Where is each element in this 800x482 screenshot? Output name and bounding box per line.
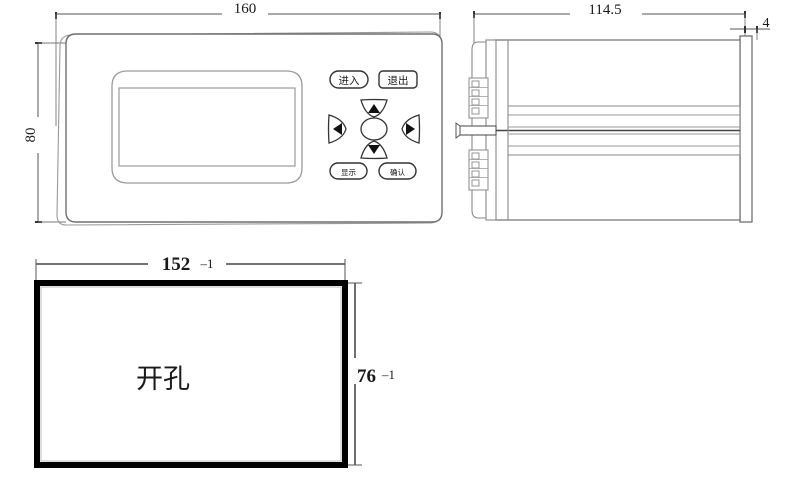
- dimension-label-cutout-width-tol: –1: [200, 256, 214, 271]
- enter-button[interactable]: 进入: [329, 70, 369, 89]
- arrow-left-icon: [333, 123, 342, 135]
- dimension-label-width: 160: [234, 1, 257, 17]
- front-view-group: 160 80 进入 退出: [23, 1, 443, 226]
- confirm-button-label: 确认: [390, 167, 405, 177]
- dimension-cutout-height: 76 –1: [338, 282, 404, 466]
- dimension-label-depth: 114.5: [588, 2, 621, 18]
- dimension-label-bezel: 4: [763, 16, 770, 31]
- side-bezel-flange: [739, 35, 753, 223]
- dimension-label-cutout-height: 76: [357, 366, 376, 387]
- dimension-label-cutout-height-tol: –1: [381, 367, 395, 382]
- confirm-button[interactable]: 确认: [378, 162, 417, 180]
- cutout-rectangle: [34, 280, 348, 468]
- dimension-width-160: 160: [55, 1, 441, 126]
- cutout-view-group: 152 –1 76 –1 开孔: [34, 252, 404, 468]
- terminal-block-upper: [468, 77, 489, 119]
- side-view-group: 114.5 4: [455, 2, 770, 223]
- lcd-display: [118, 87, 296, 167]
- dimension-height-80: 80: [23, 42, 66, 223]
- dimension-cutout-width: 152 –1: [35, 252, 346, 283]
- dimension-label-cutout-width: 152: [162, 254, 191, 275]
- dpad-group: [327, 98, 421, 160]
- dimension-label-height: 80: [23, 128, 39, 143]
- arrow-down-icon: [368, 145, 380, 154]
- internal-rails: [496, 105, 741, 156]
- terminal-block-lower: [468, 149, 489, 191]
- display-button[interactable]: 显示: [329, 162, 368, 180]
- exit-button-label: 退出: [388, 74, 409, 87]
- arrow-right-icon: [406, 123, 415, 135]
- dimension-bezel-4: 4: [730, 16, 770, 40]
- enter-button-label: 进入: [339, 75, 360, 87]
- display-button-label: 显示: [341, 168, 356, 177]
- dpad-center-button[interactable]: [360, 117, 388, 141]
- cutout-label: 开孔: [136, 364, 190, 395]
- arrow-up-icon: [368, 104, 380, 113]
- exit-button[interactable]: 退出: [378, 70, 418, 89]
- cutout-inner-edge: [40, 286, 342, 462]
